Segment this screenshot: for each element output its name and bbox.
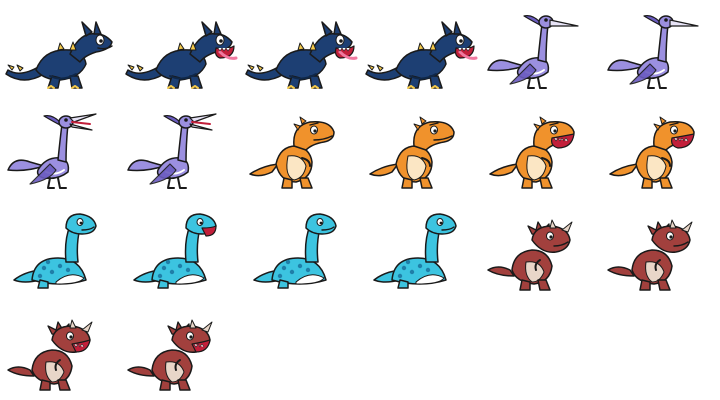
purple-pterodactyl-sprite [607,15,699,89]
sprite-frame [360,0,480,100]
sprite-frame [120,0,240,100]
purple-pterodactyl-sprite [7,113,97,189]
orange-trex-sprite [489,116,575,189]
sprite-frame [600,0,720,100]
cyan-brontosaurus-sprite [13,213,97,289]
empty-frame [240,300,360,400]
orange-trex-sprite [369,116,455,189]
sprite-frame [0,200,120,300]
purple-pterodactyl-sprite [127,113,217,189]
sprite-frame [0,0,120,100]
sprite-frame [480,100,600,200]
cyan-brontosaurus-sprite [133,213,217,289]
sprite-frame [240,0,360,100]
sprite-frame [240,200,360,300]
sprite-frame [240,100,360,200]
sprite-frame [600,100,720,200]
sprite-frame [600,200,720,300]
orange-trex-sprite [249,116,335,189]
sprite-frame [480,200,600,300]
blue-dragon-sprite [365,21,478,89]
red-triceratops-sprite [487,219,573,291]
orange-trex-sprite [609,116,695,189]
blue-dragon-sprite [5,21,113,89]
empty-frame [360,300,480,400]
sprite-frame [480,0,600,100]
sprite-frame [0,100,120,200]
red-triceratops-sprite [607,219,693,291]
cyan-brontosaurus-sprite [253,213,337,289]
sprite-frame [360,200,480,300]
blue-dragon-sprite [245,21,358,89]
red-triceratops-sprite [7,319,93,391]
empty-frame [480,300,600,400]
purple-pterodactyl-sprite [487,15,579,89]
red-triceratops-sprite [127,319,213,391]
sprite-frame [120,100,240,200]
sprite-frame [0,300,120,400]
sprite-frame [120,300,240,400]
sprite-frame [360,100,480,200]
sprite-frame [120,200,240,300]
empty-frame [600,300,720,400]
cyan-brontosaurus-sprite [373,213,457,289]
blue-dragon-sprite [125,21,238,89]
